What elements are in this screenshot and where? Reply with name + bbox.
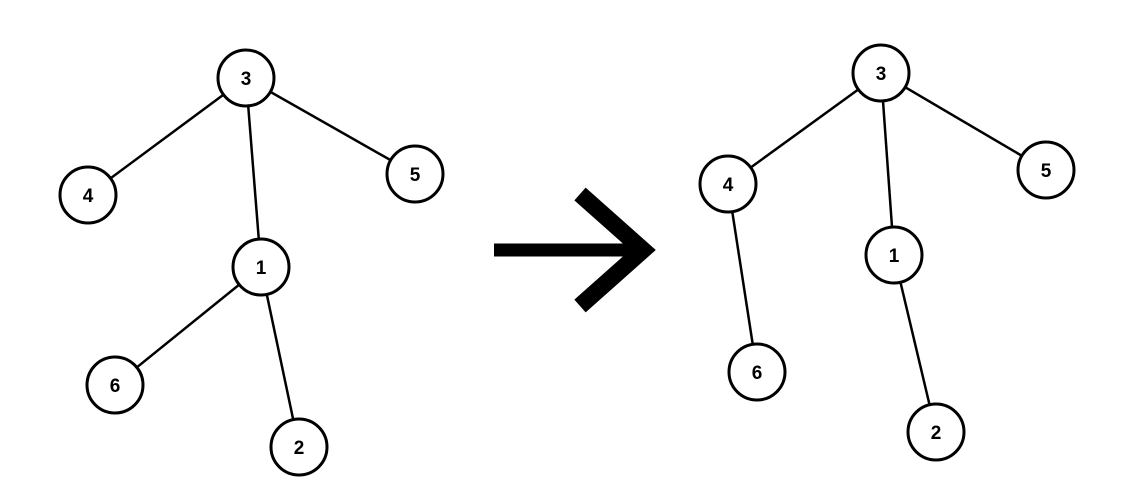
tree-node-label-5: 5 bbox=[410, 165, 421, 186]
tree-node-label-6: 6 bbox=[752, 363, 763, 384]
tree-edge-1-2 bbox=[892, 254, 938, 433]
tree-edge-3-4 bbox=[727, 71, 882, 186]
tree-node-4 bbox=[698, 154, 758, 214]
tree-node-4 bbox=[58, 165, 118, 225]
tree-edge-3-1 bbox=[879, 72, 896, 256]
tree-node-3 bbox=[851, 43, 911, 103]
tree-node-label-3: 3 bbox=[876, 64, 887, 85]
tree-node-2 bbox=[906, 402, 966, 462]
tree-node-label-4: 4 bbox=[83, 186, 94, 207]
tree-node-label-1: 1 bbox=[889, 246, 900, 267]
tree-node-2 bbox=[269, 417, 329, 477]
tree-node-label-6: 6 bbox=[110, 376, 121, 397]
tree-node-1 bbox=[231, 237, 291, 297]
tree-node-1 bbox=[864, 225, 924, 285]
tree-edge-1-2 bbox=[259, 266, 301, 448]
tree-node-label-2: 2 bbox=[931, 423, 942, 444]
tree-node-6 bbox=[727, 342, 787, 402]
tree-node-5 bbox=[1016, 140, 1076, 200]
tree-edge-3-1 bbox=[244, 77, 263, 268]
tree-node-label-3: 3 bbox=[241, 69, 252, 90]
tree-after-group: 3 4 5 1 6 2 bbox=[698, 43, 1076, 462]
tree-node-5 bbox=[385, 144, 445, 204]
tree-edge-3-4 bbox=[87, 76, 247, 197]
tree-node-3 bbox=[216, 48, 276, 108]
tree-node-label-4: 4 bbox=[723, 175, 734, 196]
transform-arrow-group bbox=[494, 187, 656, 313]
tree-edge-4-6 bbox=[726, 183, 759, 373]
tree-node-6 bbox=[85, 355, 145, 415]
tree-edge-3-5 bbox=[880, 71, 1047, 172]
tree-edge-1-6 bbox=[114, 266, 262, 386]
tree-node-label-2: 2 bbox=[294, 438, 305, 459]
tree-before-group: 3 4 5 1 6 2 bbox=[58, 48, 445, 477]
tree-node-label-5: 5 bbox=[1041, 161, 1052, 182]
tree-node-label-1: 1 bbox=[256, 258, 267, 279]
arrow-head-icon bbox=[574, 187, 656, 313]
tree-edge-3-5 bbox=[245, 76, 416, 176]
